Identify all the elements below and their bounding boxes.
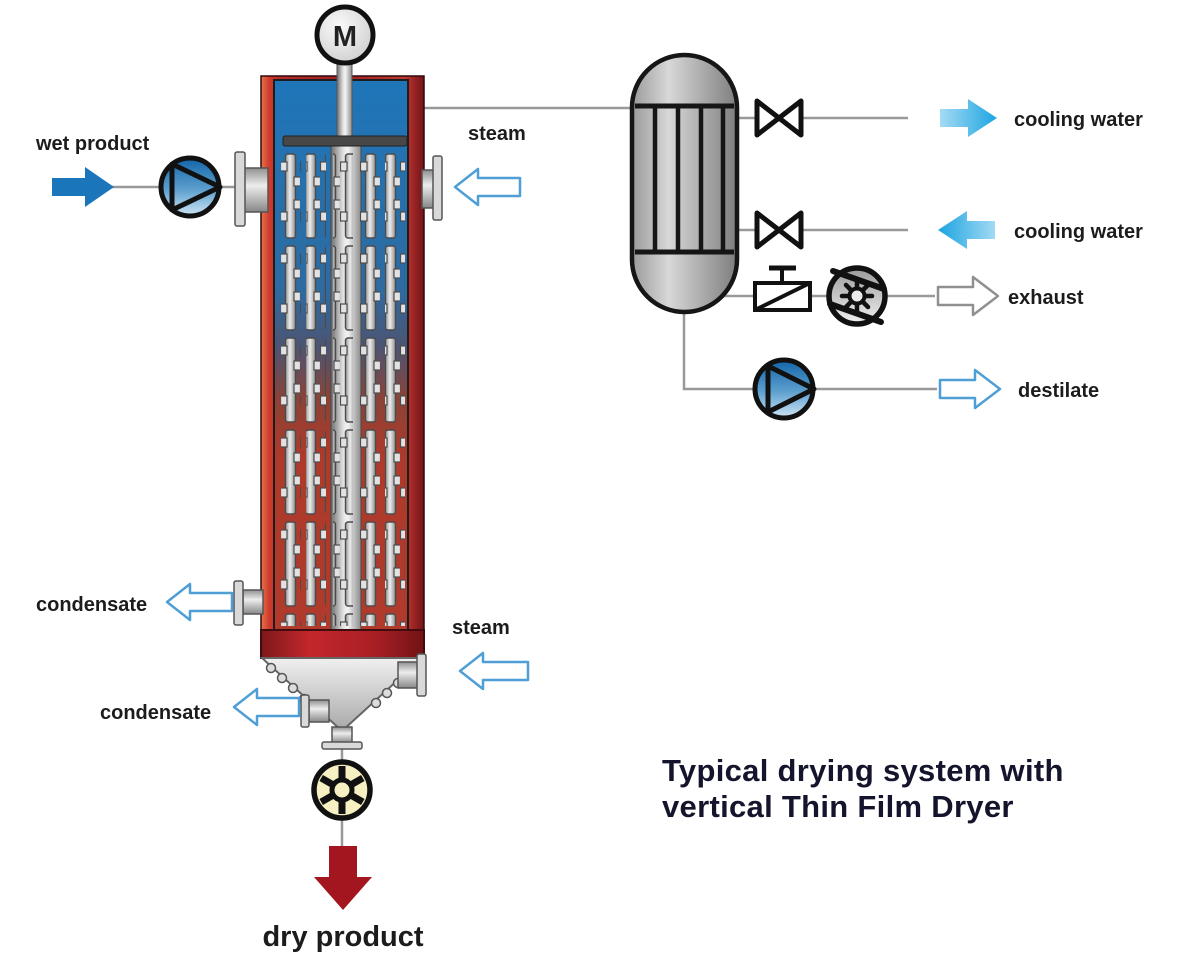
stream-arrows-right xyxy=(936,99,1002,410)
wet-product-label: wet product xyxy=(35,133,150,155)
rotary-valve-spokes xyxy=(319,766,365,814)
feed-pump xyxy=(158,155,223,219)
steam-inlet-nozzle-bottom xyxy=(397,653,427,697)
dry-product-label: dry product xyxy=(262,921,423,953)
exhaust-control-valve xyxy=(753,265,812,312)
destilate-pump xyxy=(752,357,817,421)
title-line-1: Typical drying system with xyxy=(662,753,1064,788)
rotary-valve xyxy=(311,759,373,821)
shutoff-valve-icon xyxy=(776,210,804,250)
wet-product-arrow xyxy=(52,167,114,207)
rotor-blades xyxy=(281,150,405,626)
shutoff-valve-icon xyxy=(776,98,804,138)
condenser xyxy=(629,52,740,315)
destilate-arrow xyxy=(938,368,1002,410)
steam-bottom-label: steam xyxy=(452,617,510,639)
steam-top-label: steam xyxy=(468,123,526,145)
cooling-water-out-arrow xyxy=(940,99,997,137)
rotor-top-cap xyxy=(282,135,408,147)
impeller-rays xyxy=(839,278,875,314)
exhaust-arrow xyxy=(936,275,1000,317)
motor-label: M xyxy=(333,21,357,53)
shutoff-valve-icon xyxy=(754,210,782,250)
pump-triangle xyxy=(765,363,817,415)
valve-diagonal xyxy=(754,281,811,312)
cone-tip-outlet xyxy=(321,726,363,750)
vacuum-pump xyxy=(826,265,888,327)
agitator-shaft xyxy=(336,59,353,147)
motor-icon xyxy=(314,4,376,66)
cooling-water-in-label: cooling water xyxy=(1014,221,1143,243)
stream-arrows-left xyxy=(165,167,530,727)
destilate-label: destilate xyxy=(1018,380,1099,402)
condensate-outlet-nozzle-cone xyxy=(300,694,330,728)
condensate-lower-arrow xyxy=(232,687,301,727)
condensate-upper-label: condensate xyxy=(36,594,147,616)
drive-motor: M xyxy=(314,4,376,66)
pump-triangle xyxy=(169,161,223,213)
exhaust-label: exhaust xyxy=(1008,287,1084,309)
title-line-2: vertical Thin Film Dryer xyxy=(662,789,1014,824)
condensate-upper-arrow xyxy=(165,582,234,622)
dry-product-arrow xyxy=(314,846,372,910)
shutoff-valve-icon xyxy=(754,98,782,138)
cooling-water-out-label: cooling water xyxy=(1014,109,1143,131)
condenser-tubes xyxy=(652,106,726,252)
condensate-outlet-nozzle xyxy=(233,580,264,626)
condenser-shell xyxy=(629,52,740,315)
steam-top-arrow xyxy=(453,167,522,207)
steam-inlet-nozzle-top xyxy=(421,155,443,221)
condensate-lower-label: condensate xyxy=(100,702,211,724)
thin-film-dryer xyxy=(233,59,443,750)
destilate-line xyxy=(682,311,937,391)
impeller-chord xyxy=(827,301,884,325)
jacket-bottom-band xyxy=(260,629,425,659)
cooling-water-in-arrow xyxy=(938,211,995,249)
cooling-water-in-valve xyxy=(754,210,804,250)
destilate-pump-icon xyxy=(752,357,816,421)
feed-nozzle xyxy=(234,151,269,227)
diagram-title: Typical drying system with vertical Thin… xyxy=(662,753,1064,824)
steam-bottom-arrow xyxy=(458,651,530,691)
rotary-valve-hub xyxy=(329,777,355,803)
cooling-water-out-valve xyxy=(754,98,804,138)
